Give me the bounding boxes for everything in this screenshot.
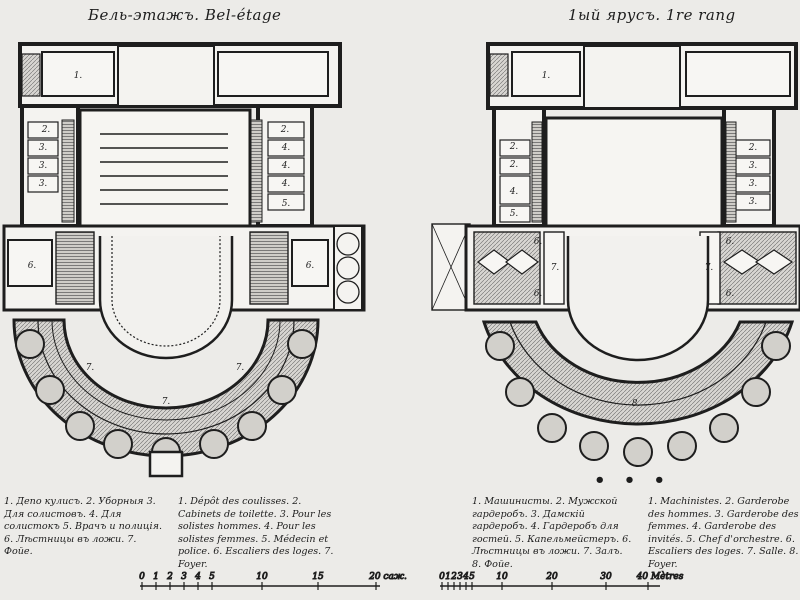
room-label: 5. xyxy=(282,199,291,209)
room-labels-first-rang: 1. 2. 2. 4. 5. 2. 3. 3. 3. 6. 6. 7. 6. 6. 7. 8. xyxy=(509,71,758,409)
room-label: 3. xyxy=(749,179,758,189)
room-label: 2. xyxy=(41,125,51,135)
legend-first-rang-russian: 1. Машинисты. 2. Мужской гардеробъ. 3. Д… xyxy=(472,496,632,570)
scale-tick-label: 1 xyxy=(445,572,451,582)
auditorium-hall-2 xyxy=(566,236,710,362)
room-label: 7. xyxy=(162,397,171,407)
room-depot xyxy=(41,51,115,97)
room-machinists xyxy=(511,51,581,97)
room-label: 6. xyxy=(28,261,37,271)
room-label: 6. xyxy=(534,237,543,247)
room-label: 5. xyxy=(510,209,519,219)
staircase-right xyxy=(249,231,289,305)
room-label: 6. xyxy=(726,289,735,299)
scale-tick-label: 5 xyxy=(209,572,215,582)
room-label: 6. xyxy=(726,237,735,247)
scale-tick-label: 2 xyxy=(450,572,457,582)
auditorium-hall xyxy=(98,236,234,360)
ellipsis-dots: • • • xyxy=(594,470,672,491)
plan-title-first-rang: 1ый ярусъ. 1re rang xyxy=(568,6,736,24)
scale-tick-label: 20 xyxy=(545,572,558,582)
room-label: 7. xyxy=(86,363,95,373)
room-back-center xyxy=(117,45,215,107)
room-label: 3. xyxy=(749,161,758,171)
scale-tick-label: 30 xyxy=(600,572,612,582)
scale-tick-label: 5 xyxy=(469,572,475,582)
room-label: 6. xyxy=(534,289,543,299)
scale-tick-label: 0 xyxy=(439,572,445,582)
stage-box xyxy=(78,108,252,228)
legend-first-rang-french: 1. Machinistes. 2. Garderobe des hommes.… xyxy=(648,496,799,570)
scale-tick-label: 20 саж. xyxy=(368,572,407,582)
room-label: 3. xyxy=(39,143,48,153)
scale-tick-label: 10 xyxy=(496,572,508,582)
stage-box-2 xyxy=(544,116,724,228)
staircase-left xyxy=(55,231,95,305)
scale-tick-label: 4 xyxy=(194,572,201,582)
room-label: 4. xyxy=(281,161,291,171)
room-label: 7. xyxy=(551,263,560,273)
room-labels-bel-etage: 1. 2. 3. 3. 3. 2. 4. 4. 4. 5. 6. 6. 7. 7. 7. xyxy=(28,71,315,407)
plan-title-bel-etage: Бель-этажъ. Bel-étage xyxy=(88,6,282,24)
legend-bel-etage-french: 1. Dépôt des coulisses. 2. Cabinets de t… xyxy=(178,496,334,570)
legend-bel-etage-russian: 1. Депо кулисъ. 2. Уборныя 3. Для солист… xyxy=(4,496,163,558)
scale-tick-label: 2 xyxy=(166,572,173,582)
room-label: 3. xyxy=(749,197,758,207)
room-label: 1. xyxy=(542,71,551,81)
scale-tick-label: 3 xyxy=(181,572,187,582)
scale-tick-label: 40 Mètres xyxy=(636,571,684,582)
room-label: 2. xyxy=(509,160,519,170)
room-label: 4. xyxy=(281,179,291,189)
plan-first-rang xyxy=(431,42,800,467)
scale-tick-label: 1 xyxy=(153,572,159,582)
room-label: 2. xyxy=(280,125,290,135)
room-back-right xyxy=(217,51,329,97)
room-label: 4. xyxy=(509,187,519,197)
room-label: 2. xyxy=(509,142,519,152)
room-label: 3. xyxy=(39,179,48,189)
room-label: 7. xyxy=(236,363,245,373)
entrance-bel-etage xyxy=(148,450,184,478)
scale-tick-label: 0 xyxy=(139,572,145,582)
room-label: 2. xyxy=(748,143,758,153)
scale-tick-label: 3 xyxy=(457,572,463,582)
scale-tick-label: 4 xyxy=(462,572,469,582)
room-label: 7. xyxy=(705,263,714,273)
room-label: 6. xyxy=(306,261,315,271)
room-label: 3. xyxy=(39,161,48,171)
room-label: 8. xyxy=(632,399,641,409)
room-label: 4. xyxy=(281,143,291,153)
scale-tick-label: 15 xyxy=(312,572,324,582)
room-label: 1. xyxy=(74,71,83,81)
plan-bel-etage xyxy=(2,42,366,478)
scale-tick-label: 10 xyxy=(256,572,268,582)
